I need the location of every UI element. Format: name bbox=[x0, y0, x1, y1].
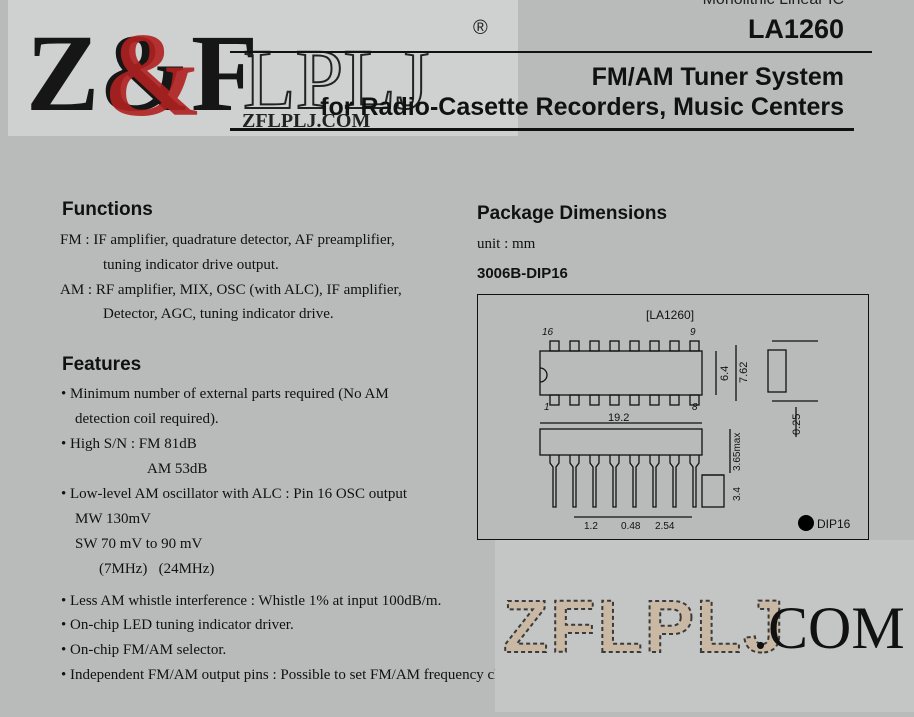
features-line: AM 53dB bbox=[147, 461, 208, 477]
document-title-line2: for Radio-Casette Recorders, Music Cente… bbox=[320, 93, 844, 121]
dim-lead: 0.48 bbox=[621, 521, 641, 532]
dip16-outline-drawing: [LA1260] 16 9 1 8 6.4 7.62 0.25 19.2 3.6… bbox=[539, 308, 851, 532]
functions-heading: Functions bbox=[62, 199, 153, 220]
company-logo: Z&F & LPLJ ® ZFLPLJ.COM bbox=[8, 0, 518, 141]
logo-wordmark: LPLJ bbox=[243, 31, 429, 127]
pin-bottom bbox=[589, 394, 600, 406]
pin-bottom bbox=[609, 394, 620, 406]
dim-lead-thick: 0.25 bbox=[791, 414, 803, 435]
part-number: LA1260 bbox=[747, 14, 844, 44]
header-divider-top bbox=[230, 51, 872, 53]
pin-top bbox=[549, 340, 560, 352]
watermark-graphic: ZFLPLJ .COM bbox=[502, 584, 905, 669]
functions-line: tuning indicator drive output. bbox=[103, 257, 279, 273]
dim-height: 3.65max bbox=[732, 433, 743, 471]
features-line: • Less AM whistle interference : Whistle… bbox=[61, 593, 442, 609]
pin-label-9: 9 bbox=[690, 327, 696, 338]
pin-top bbox=[669, 340, 680, 352]
features-line: • Minimum number of external parts requi… bbox=[61, 386, 389, 402]
front-view-lead bbox=[589, 455, 600, 508]
front-view-lead bbox=[609, 455, 620, 508]
features-heading: Features bbox=[62, 354, 142, 375]
dim-row: 7.62 bbox=[738, 362, 750, 383]
dim-pin: 3.4 bbox=[732, 487, 743, 501]
features-line: SW 70 mV to 90 mV bbox=[75, 536, 203, 552]
front-view-body bbox=[539, 428, 703, 456]
pin-bottom bbox=[569, 394, 580, 406]
pin-bottom bbox=[689, 394, 700, 406]
pin-top bbox=[589, 340, 600, 352]
pin-top bbox=[629, 340, 640, 352]
logo-mark: Z&F bbox=[26, 12, 258, 134]
features-line: • On-chip LED tuning indicator driver. bbox=[61, 617, 294, 633]
functions-line: FM : IF amplifier, quadrature detector, … bbox=[60, 232, 395, 248]
features-line: • High S/N : FM 81dB bbox=[61, 436, 197, 452]
watermark: ZFLPLJ .COM bbox=[495, 540, 914, 712]
header-divider-bottom bbox=[230, 128, 854, 131]
dim-offset: 1.2 bbox=[584, 521, 598, 532]
package-heading: Package Dimensions bbox=[477, 203, 668, 224]
pin-label-8: 8 bbox=[692, 402, 698, 413]
logo-url: ZFLPLJ.COM bbox=[242, 110, 370, 132]
dim-width: 6.4 bbox=[719, 366, 731, 381]
pin-top bbox=[569, 340, 580, 352]
front-view-lead bbox=[569, 455, 580, 508]
drawing-ic-label: [LA1260] bbox=[646, 308, 694, 322]
pin-bottom bbox=[549, 394, 560, 406]
pin-bottom bbox=[669, 394, 680, 406]
dim-length: 19.2 bbox=[608, 412, 629, 424]
document-title-line1: FM/AM Tuner System bbox=[591, 63, 844, 91]
features-line: MW 130mV bbox=[75, 511, 151, 527]
watermark-chip-text: ZFLPLJ bbox=[503, 585, 786, 668]
front-view-lead bbox=[669, 455, 680, 508]
front-view-lead-box bbox=[701, 474, 725, 508]
functions-line: AM : RF amplifier, MIX, OSC (with ALC), … bbox=[60, 282, 402, 298]
features-line: detection coil required). bbox=[75, 411, 219, 427]
pin1-notch bbox=[539, 367, 548, 383]
logo-ampersand-accent: & bbox=[103, 8, 203, 136]
features-line: (7MHz) (24MHz) bbox=[99, 561, 215, 577]
pin-bottom bbox=[649, 394, 660, 406]
pin-top bbox=[689, 340, 700, 352]
features-line: • Low-level AM oscillator with ALC : Pin… bbox=[61, 486, 408, 502]
features-line: • On-chip FM/AM selector. bbox=[61, 642, 227, 658]
front-view-lead bbox=[649, 455, 660, 508]
functions-line: Detector, AGC, tuning indicator drive. bbox=[103, 306, 334, 322]
watermark-com-text: .COM bbox=[753, 595, 905, 661]
document-category: Monolithic Linear IC bbox=[703, 0, 844, 9]
dim-pitch: 2.54 bbox=[655, 521, 675, 532]
pin-bottom bbox=[629, 394, 640, 406]
pin-top bbox=[649, 340, 660, 352]
logo-registered: ® bbox=[473, 17, 488, 39]
side-view-body bbox=[767, 349, 787, 393]
package-badge-dot bbox=[798, 515, 814, 531]
front-view-lead bbox=[629, 455, 640, 508]
top-view-body bbox=[539, 350, 703, 396]
pin-top bbox=[609, 340, 620, 352]
package-badge-label: DIP16 bbox=[817, 517, 851, 531]
front-view-lead bbox=[689, 455, 700, 508]
front-view-lead bbox=[549, 455, 560, 508]
package-drawing: [LA1260] 16 9 1 8 6.4 7.62 0.25 19.2 3.6… bbox=[477, 294, 869, 540]
logo-graphic: Z&F & LPLJ ® ZFLPLJ.COM bbox=[26, 8, 488, 141]
pin-label-1: 1 bbox=[544, 402, 550, 413]
package-code: 3006B-DIP16 bbox=[477, 265, 568, 282]
pin-label-16: 16 bbox=[542, 327, 554, 338]
package-unit: unit : mm bbox=[477, 236, 536, 252]
